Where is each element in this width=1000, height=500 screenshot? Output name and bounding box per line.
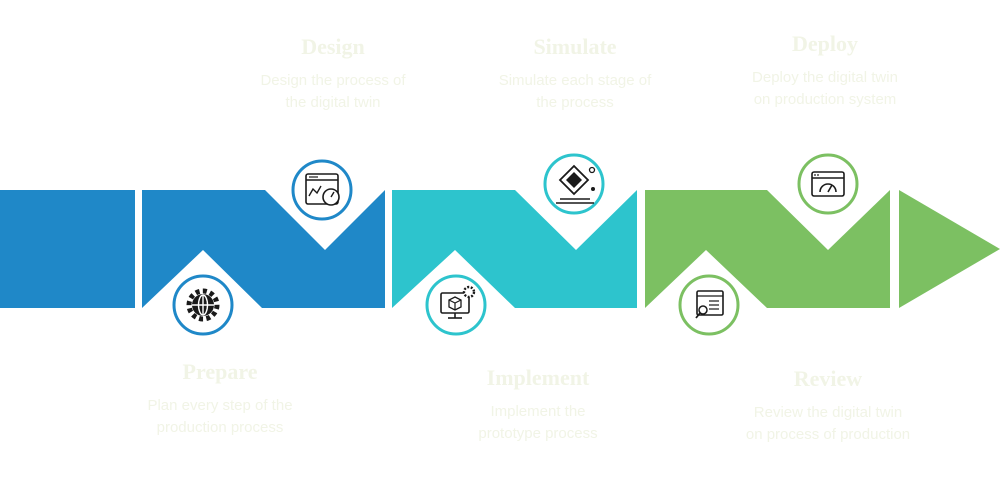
step-title: Deploy <box>792 31 858 56</box>
band-end-arrowhead <box>899 190 1000 308</box>
monitor-cube-gear-icon <box>425 274 487 336</box>
globe-gear-icon <box>172 274 234 336</box>
step-description: Simulate each stage of the process <box>498 72 652 111</box>
step-deploy: Deploy Deploy the digital twin on produc… <box>710 31 940 111</box>
step-description: Design the process of the digital twin <box>260 72 406 111</box>
dashboard-gauge-icon <box>291 159 353 221</box>
step-description: Review the digital twin on process of pr… <box>745 404 911 443</box>
step-description: Plan every step of the production proces… <box>147 397 293 436</box>
band-start-block <box>0 190 135 308</box>
band-segment-blue <box>142 190 385 308</box>
step-description: Deploy the digital twin on production sy… <box>752 69 898 108</box>
browser-speedometer-icon <box>797 153 859 215</box>
step-description: Implement the prototype process <box>478 403 598 442</box>
document-search-icon <box>678 274 740 336</box>
band-segment-green <box>645 190 890 308</box>
band-segment-teal <box>392 190 637 308</box>
step-title: Simulate <box>533 34 617 59</box>
step-design: Design Design the process of the digital… <box>218 34 448 114</box>
prototype-layers-icon <box>543 153 605 215</box>
step-implement: Implement Implement the prototype proces… <box>423 365 653 445</box>
step-title: Implement <box>486 365 590 390</box>
step-prepare: Prepare Plan every step of the productio… <box>105 359 335 439</box>
step-title: Design <box>301 34 365 59</box>
step-simulate: Simulate Simulate each stage of the proc… <box>460 34 690 114</box>
step-title: Prepare <box>182 359 258 384</box>
step-review: Review Review the digital twin on proces… <box>708 366 948 446</box>
step-title: Review <box>793 366 863 391</box>
